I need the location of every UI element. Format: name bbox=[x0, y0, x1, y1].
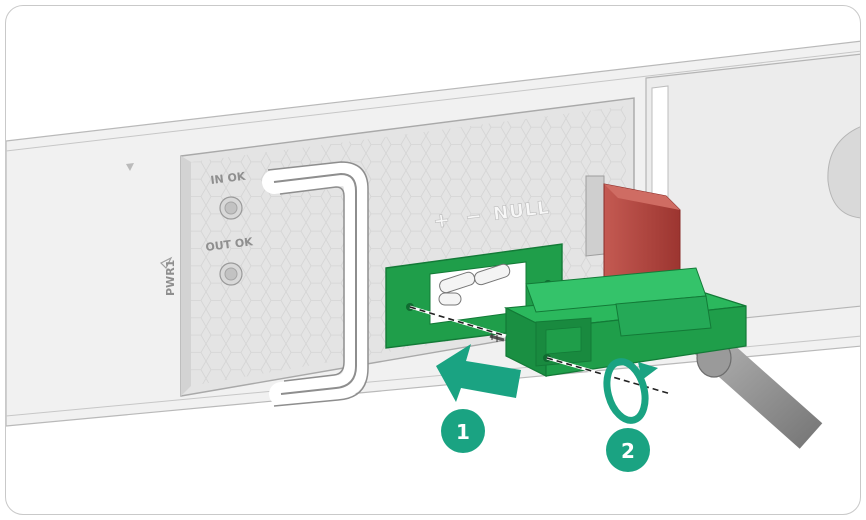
pwr-label-group: PWR1 bbox=[159, 256, 177, 296]
plus-label: + bbox=[432, 207, 453, 233]
module-handle[interactable] bbox=[262, 161, 369, 407]
insert-direction-arrow-icon bbox=[436, 344, 521, 402]
minus-label: − bbox=[464, 203, 485, 229]
power-plug[interactable] bbox=[489, 267, 747, 377]
out-ok-label: OUT OK bbox=[205, 235, 254, 254]
step-2-number: 2 bbox=[621, 439, 635, 463]
diagram-frame: PWR1 IN OK OUT OK + − NULL bbox=[5, 5, 861, 515]
pwr-label: PWR1 bbox=[164, 260, 177, 296]
socket-pins bbox=[438, 263, 511, 306]
led-panel: IN OK OUT OK bbox=[205, 170, 254, 286]
step-1-badge: 1 bbox=[441, 409, 485, 453]
step-2-badge: 2 bbox=[606, 428, 650, 472]
in-ok-label: IN OK bbox=[210, 170, 247, 187]
captive-screw-icon bbox=[489, 333, 505, 342]
rotate-screw-arrow-icon bbox=[603, 358, 658, 424]
release-latch[interactable] bbox=[585, 175, 681, 299]
step-1-number: 1 bbox=[456, 420, 470, 444]
power-module-illustration: PWR1 IN OK OUT OK + − NULL bbox=[6, 40, 860, 472]
